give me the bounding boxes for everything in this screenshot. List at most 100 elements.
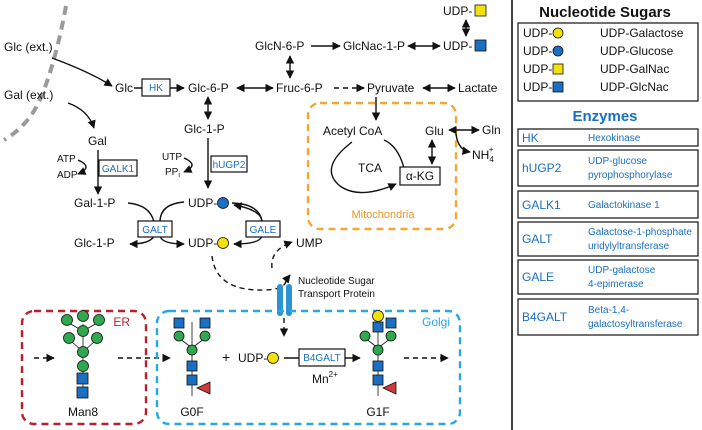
svg-text:Hexokinase: Hexokinase bbox=[588, 133, 641, 144]
udpgal-golgi-prefix: UDP- bbox=[238, 351, 267, 365]
ump-label: UMP bbox=[296, 236, 323, 250]
svg-text:GALK1: GALK1 bbox=[522, 198, 561, 212]
atp-adp-curve bbox=[77, 159, 87, 175]
sugar-row-galnac: UDP- UDP-GalNac bbox=[523, 62, 669, 76]
udpglc-prefix: UDP- bbox=[188, 196, 217, 210]
hugp2-enzyme-box bbox=[210, 155, 248, 173]
svg-text:Galactokinase 1: Galactokinase 1 bbox=[588, 200, 660, 211]
gal-ext-to-gal-arrow bbox=[67, 102, 96, 129]
glc-ext-to-glc-arrow bbox=[51, 57, 113, 87]
svg-text:Beta-1,4-: Beta-1,4- bbox=[588, 305, 629, 316]
svg-text:galactosyltransferase: galactosyltransferase bbox=[588, 319, 683, 330]
enzyme-row-b4galt: B4GALT Beta-1,4- galactosyltransferase bbox=[517, 298, 699, 336]
svg-text:Galactose-1-phosphate: Galactose-1-phosphate bbox=[588, 227, 692, 238]
transporter-label-line2: Transport Protein bbox=[298, 289, 375, 300]
adp-label: ADP bbox=[57, 170, 78, 181]
ump-export-arrow bbox=[271, 240, 293, 269]
udpglc-to-galt-curve bbox=[159, 201, 185, 223]
svg-text:UDP-: UDP- bbox=[523, 80, 552, 94]
b4galt-enzyme-label: B4GALT bbox=[303, 353, 341, 364]
g0f-label: G0F bbox=[180, 405, 203, 419]
udpgal-circle bbox=[217, 237, 229, 249]
svg-text:hUGP2: hUGP2 bbox=[522, 161, 562, 175]
glc-ext-label: Glc (ext.) bbox=[4, 40, 53, 54]
transporter-left-bar bbox=[277, 284, 283, 316]
atp-label: ATP bbox=[57, 154, 76, 165]
svg-text:UDP-: UDP- bbox=[523, 62, 552, 76]
mitochondria-compartment bbox=[306, 101, 458, 231]
svg-text:UDP-Galactose: UDP-Galactose bbox=[600, 26, 684, 40]
udpgal-golgi-circle bbox=[267, 352, 279, 364]
man8-glycan bbox=[61, 310, 105, 399]
glcn6p-node: GlcN-6-P bbox=[255, 39, 304, 53]
enzyme-row-hugp2: hUGP2 UDP-glucose pyrophosphorylase bbox=[517, 149, 699, 187]
b4galt-enzyme-box bbox=[298, 348, 346, 367]
ppi-label: PPi bbox=[165, 167, 180, 179]
nh4-release-curve bbox=[455, 133, 471, 155]
gal-node: Gal bbox=[88, 134, 107, 148]
tca-label: TCA bbox=[358, 161, 382, 175]
enzyme-row-hk: HK Hexokinase bbox=[517, 128, 699, 147]
nh4-label: NH4+ bbox=[472, 145, 494, 164]
gal-ext-label: Gal (ext.) bbox=[4, 88, 53, 102]
svg-text:UDP-GlcNac: UDP-GlcNac bbox=[600, 80, 669, 94]
lactate-node: Lactate bbox=[458, 81, 498, 95]
enzyme-row-galk1: GALK1 Galactokinase 1 bbox=[517, 190, 699, 219]
acetylcoa-node: Acetyl CoA bbox=[323, 124, 382, 138]
svg-text:UDP-Glucose: UDP-Glucose bbox=[600, 44, 674, 58]
fruc6p-node: Fruc-6-P bbox=[276, 81, 323, 95]
cell-membrane bbox=[2, 5, 68, 142]
g1f-label: G1F bbox=[366, 405, 389, 419]
svg-text:4-epimerase: 4-epimerase bbox=[588, 279, 644, 290]
hk-enzyme-box bbox=[141, 78, 171, 97]
svg-text:UDP-: UDP- bbox=[523, 44, 552, 58]
svg-text:UDP-galactose: UDP-galactose bbox=[588, 265, 656, 276]
udp-glcnac-prefix: UDP- bbox=[443, 39, 472, 53]
mn-cofactor-label: Mn2+ bbox=[312, 370, 338, 386]
hugp2-enzyme-label: hUGP2 bbox=[213, 160, 246, 171]
glcnac1p-node: GlcNac-1-P bbox=[343, 39, 405, 53]
utp-label: UTP bbox=[162, 152, 182, 163]
udp-galnac-prefix: UDP- bbox=[443, 4, 472, 18]
gal1p-to-galt-curve bbox=[127, 202, 155, 223]
svg-text:uridylyltransferase: uridylyltransferase bbox=[588, 241, 670, 252]
man8-label: Man8 bbox=[68, 405, 98, 419]
udpglc-circle bbox=[217, 197, 229, 209]
g1f-glycan bbox=[359, 310, 397, 396]
golgi-label: Golgi bbox=[422, 315, 450, 329]
svg-text:UDP-: UDP- bbox=[523, 26, 552, 40]
glc-node: Glc bbox=[115, 81, 133, 95]
golgi-compartment bbox=[155, 309, 462, 426]
svg-text:UDP-GalNac: UDP-GalNac bbox=[600, 62, 669, 76]
glc6p-node: Glc-6-P bbox=[188, 81, 229, 95]
sugar-row-galactose: UDP- UDP-Galactose bbox=[523, 26, 684, 40]
mitochondria-label: Mitochondria bbox=[352, 209, 416, 221]
akg-box bbox=[399, 166, 441, 186]
plus-sign: + bbox=[222, 349, 230, 365]
pyruvate-node: Pyruvate bbox=[367, 81, 415, 95]
akg-label: α-KG bbox=[406, 169, 434, 183]
enzyme-row-gale: GALE UDP-galactose 4-epimerase bbox=[517, 259, 699, 295]
galk1-enzyme-label: GALK1 bbox=[102, 164, 135, 175]
udpgal-to-transporter-arrow bbox=[211, 255, 291, 291]
transporter-label-line1: Nucleotide Sugar bbox=[298, 276, 375, 287]
gal1p-node: Gal-1-P bbox=[74, 196, 115, 210]
glc1p-node: Glc-1-P bbox=[74, 236, 115, 250]
galk1-enzyme-box bbox=[98, 159, 138, 177]
gale-enzyme-box bbox=[245, 220, 281, 238]
g0f-glycan bbox=[173, 317, 211, 396]
sugar-legend-box bbox=[517, 22, 699, 102]
gale-cycle-arrow-back bbox=[233, 202, 263, 223]
svg-text:GALT: GALT bbox=[522, 232, 553, 246]
legend-title: Nucleotide Sugars bbox=[539, 4, 671, 21]
er-label: ER bbox=[113, 315, 130, 329]
svg-text:B4GALT: B4GALT bbox=[522, 310, 568, 324]
gale-enzyme-label: GALE bbox=[250, 225, 277, 236]
svg-text:HK: HK bbox=[522, 131, 539, 145]
sugar-row-glucose: UDP- UDP-Glucose bbox=[523, 44, 674, 58]
utp-ppi-curve bbox=[183, 157, 193, 173]
enzyme-row-galt: GALT Galactose-1-phosphate uridylyltrans… bbox=[517, 221, 699, 257]
akg-to-acetylcoa-arc bbox=[383, 139, 405, 169]
glc1p-top-node: Glc-1-P bbox=[184, 122, 225, 136]
